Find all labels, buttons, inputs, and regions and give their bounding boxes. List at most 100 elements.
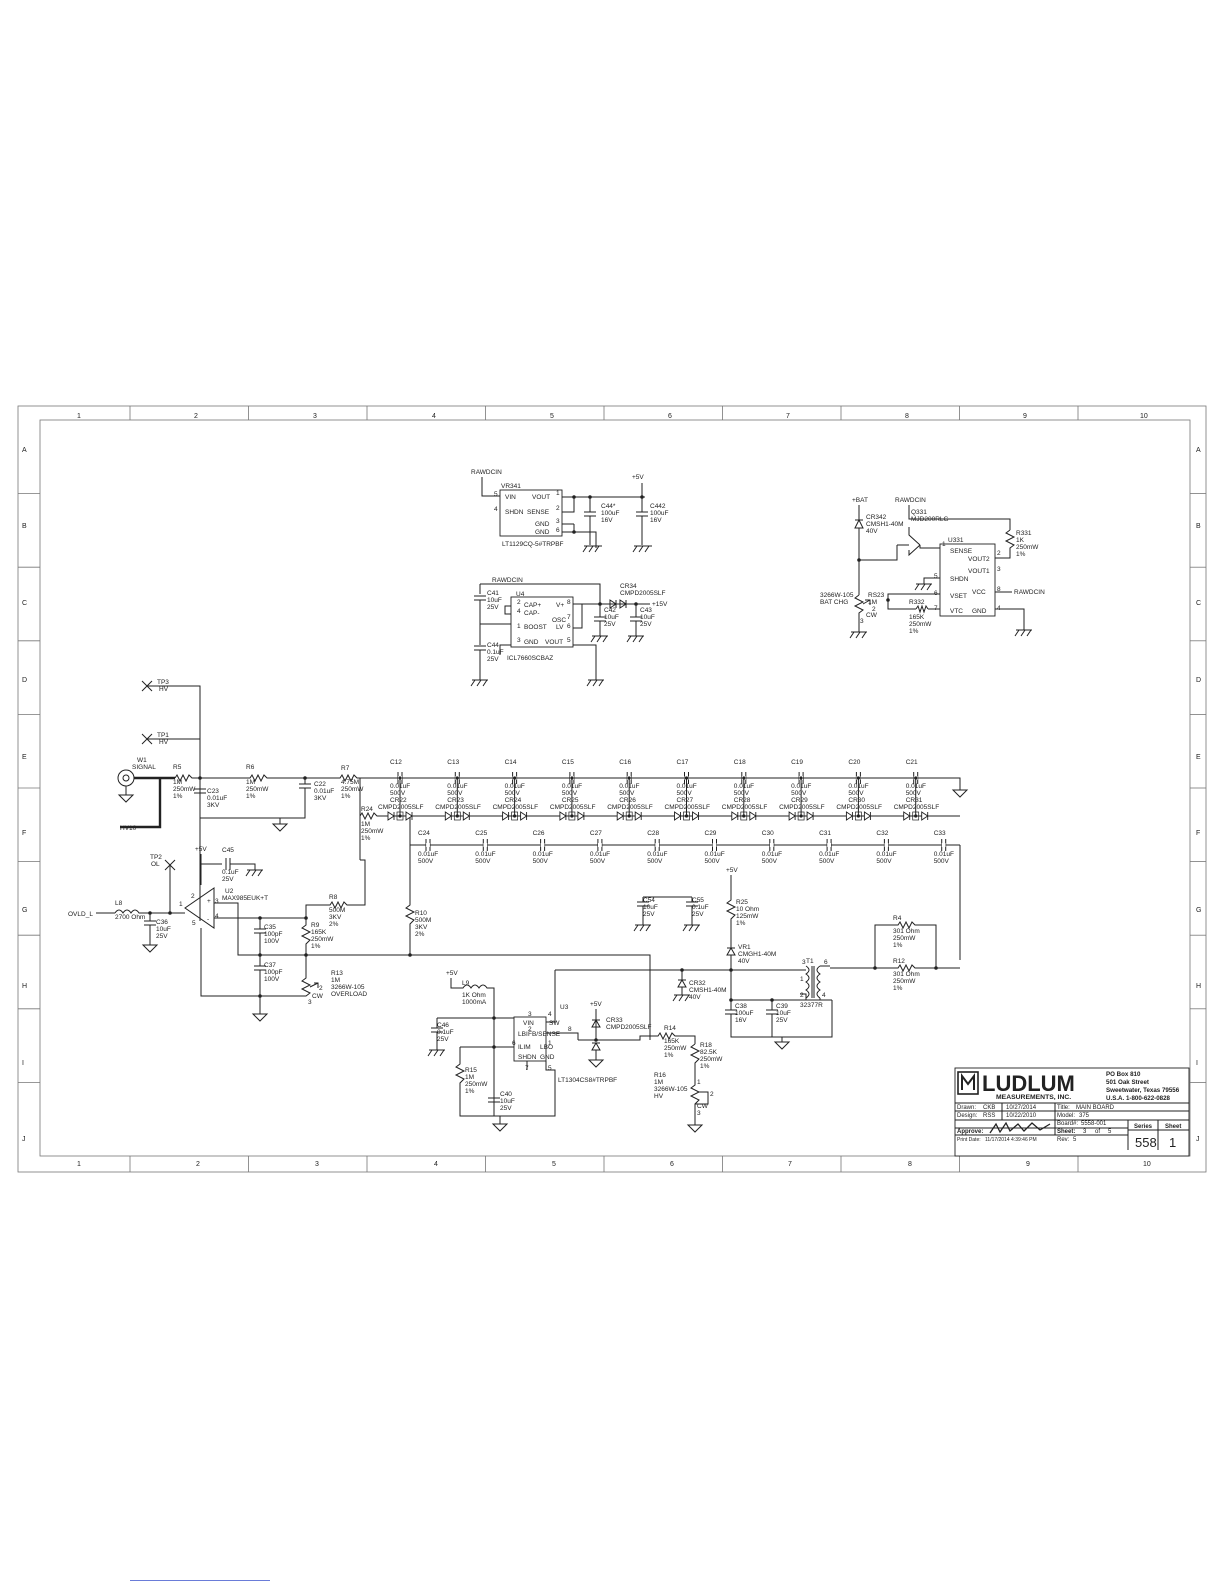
component-ref-vr341: VR341	[501, 483, 521, 490]
component-voltage: 500V	[562, 790, 578, 797]
page-edge-mark	[130, 1580, 270, 1581]
capacitor-symbol	[454, 772, 460, 784]
u4-charge-pump-block: RAWDCIN C41 10uF 25V U4 CAP+ CAP- BOOST …	[470, 577, 668, 687]
component-value: 0.01uF	[647, 851, 667, 858]
title-field-label: Model:	[1057, 1113, 1075, 1119]
pin-number: 2	[872, 606, 876, 613]
pin-number: 4	[822, 992, 826, 999]
component-part: 3266W-105	[331, 984, 365, 991]
row-letter-right: B	[1196, 523, 1201, 530]
capacitor-symbol	[769, 839, 775, 851]
capacitor-symbol	[425, 839, 431, 851]
component-ref: C20	[848, 759, 860, 766]
drawn-by: CKB	[983, 1105, 995, 1111]
component-power: 250mW	[893, 935, 916, 942]
component-tolerance: 2%	[415, 931, 425, 938]
diode-pair-symbol	[444, 811, 471, 821]
pin-number: 8	[568, 1026, 572, 1033]
net-label-hv10: HV10	[120, 825, 137, 832]
component-voltage: 25V	[643, 911, 655, 918]
component-ref: R5	[173, 764, 182, 771]
ground-symbol	[914, 583, 932, 591]
pin-number: 6	[567, 623, 571, 630]
net-label-rawdcin: RAWDCIN	[492, 577, 523, 584]
row-letter-right: D	[1196, 677, 1201, 684]
row-letter-right: E	[1196, 754, 1201, 761]
component-value: 0.01uF	[876, 851, 896, 858]
component-value: 0.01uF	[533, 851, 553, 858]
component-value: 1M	[246, 779, 255, 786]
component-voltage: 16V	[735, 1017, 747, 1024]
col-number-top: 2	[194, 413, 198, 420]
component-voltage: 500V	[533, 858, 549, 865]
component-voltage: 40V	[689, 994, 701, 1001]
trimmer-label: BAT CHG	[820, 599, 848, 606]
pin-number: 3	[556, 518, 560, 525]
component-value: 100uF	[735, 1010, 753, 1017]
pin-label: LBO	[540, 1044, 553, 1051]
component-ref: R9	[311, 922, 320, 929]
component-value: 1M	[465, 1074, 474, 1081]
ludlum-logo-icon	[957, 1071, 979, 1095]
col-number-top: 7	[786, 413, 790, 420]
pin-label: VTC	[950, 608, 963, 615]
component-voltage: 25V	[487, 604, 499, 611]
pin-label: FB/SENSE	[528, 1031, 561, 1038]
component-ref: C41	[487, 590, 499, 597]
component-value: 10uF	[500, 1098, 515, 1105]
component-part: CMPD2005SLF	[722, 804, 768, 811]
component-ref: CR22	[390, 797, 407, 804]
diode-pair-symbol	[845, 811, 872, 821]
col-number-bottom: 4	[434, 1161, 438, 1168]
junction-dot	[914, 776, 918, 780]
diode-package	[855, 811, 862, 821]
component-value: 2700 Ohm	[115, 914, 145, 921]
diode-pair-symbol	[502, 811, 528, 821]
component-ref: C36	[156, 919, 168, 926]
component-voltage: 16V	[650, 517, 662, 524]
component-part: 32377R	[800, 1002, 823, 1009]
component-value: 301 Ohm	[893, 971, 920, 978]
cw-marker: CW	[697, 1103, 709, 1110]
component-part: MAX985EUK+T	[222, 895, 268, 902]
component-tolerance: 1%	[664, 1052, 674, 1059]
component-value: 0.1uF	[437, 1029, 454, 1036]
component-voltage: 500V	[647, 858, 663, 865]
row-letter-left: C	[22, 600, 27, 607]
capacitor-gap	[884, 843, 889, 847]
title-block: LUDLUM MEASUREMENTS, INC. PO Box 810 501…	[954, 1067, 1190, 1157]
pin-label: ILIM	[518, 1044, 531, 1051]
pin-number: 3	[860, 618, 864, 625]
ground-symbol	[427, 1049, 445, 1057]
component-ref: R14	[664, 1025, 676, 1032]
row-letter-left: F	[22, 830, 26, 837]
ground-symbol	[582, 545, 602, 553]
u4-part-number: ICL7660SCBAZ	[507, 655, 553, 662]
u3-part-number: LT1304CS8#TRPBF	[558, 1077, 617, 1084]
drawing-title: MAIN BOARD	[1076, 1105, 1115, 1111]
net-label-rawdcin: RAWDCIN	[471, 469, 502, 476]
pin-label: LV	[556, 624, 564, 631]
design-by: RSS	[983, 1113, 995, 1119]
component-ref: R7	[341, 765, 350, 772]
component-ref: R8	[329, 894, 338, 901]
hv-transformer-block: C54 10uF 25V C55 0.1uF 25V +5V R25 10 Oh…	[555, 867, 960, 1050]
component-ref: R24	[361, 806, 373, 813]
component-value: 165K	[664, 1038, 680, 1045]
title-block-border	[954, 1067, 1190, 1157]
row-letter-right: G	[1196, 907, 1201, 914]
col-number-bottom: 2	[196, 1161, 200, 1168]
component-power: 250mW	[465, 1081, 488, 1088]
component-part: CMPD2005SLF	[779, 804, 825, 811]
pin-number: 3	[215, 898, 219, 905]
component-voltage: 500V	[505, 790, 521, 797]
cw-marker: CW	[866, 612, 878, 619]
component-ref: C12	[390, 759, 402, 766]
component-voltage: 25V	[487, 656, 499, 663]
col-number-bottom: 8	[908, 1161, 912, 1168]
signal-connector-w1	[117, 769, 135, 787]
company-address-line: PO Box 810	[1106, 1071, 1141, 1078]
pin-number: 3	[517, 637, 521, 644]
component-ref: C35	[264, 924, 276, 931]
component-ref: CR31	[906, 797, 923, 804]
